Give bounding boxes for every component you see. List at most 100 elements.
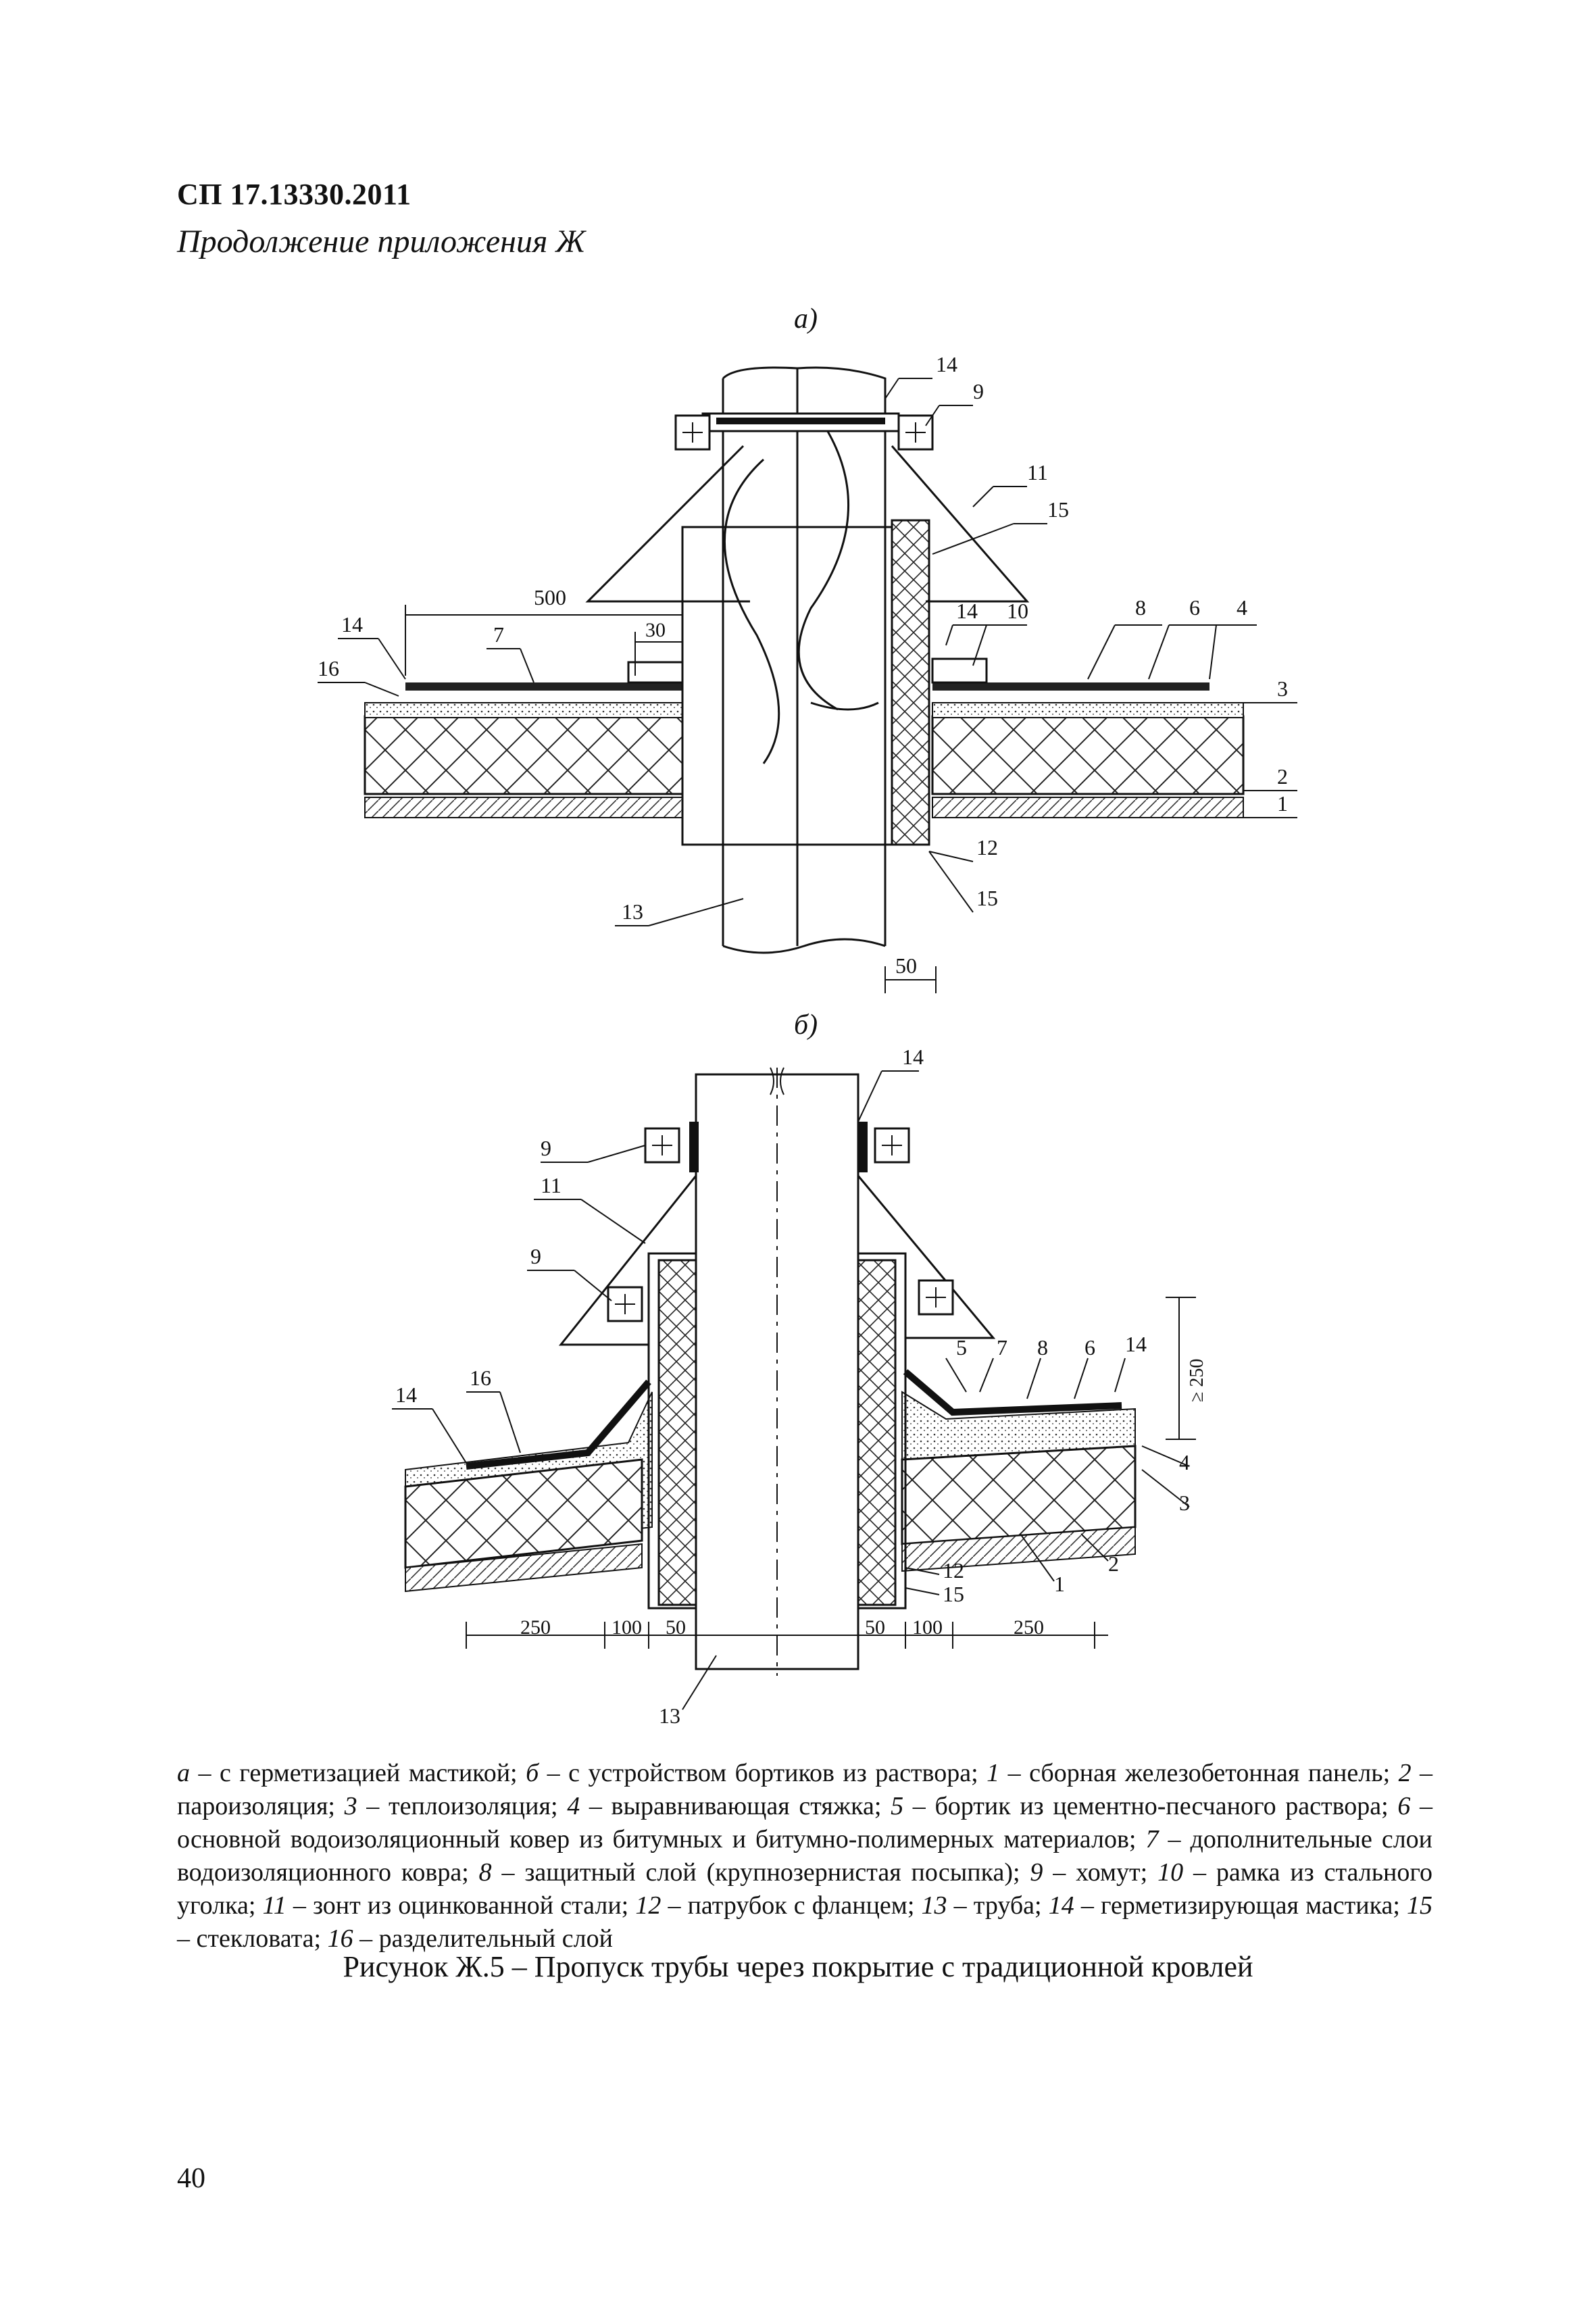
membrane-left-b xyxy=(466,1379,651,1470)
legend-number: 5 xyxy=(891,1792,904,1820)
umbrella-b xyxy=(558,1175,996,1346)
legend-number: 12 xyxy=(635,1891,662,1920)
callout-14-left-a: 14 xyxy=(341,612,363,637)
legend-number: 11 xyxy=(262,1891,286,1920)
callout-15-b: 15 xyxy=(943,1582,964,1606)
legend-text: рамка из стального уголка xyxy=(177,1858,1433,1920)
callout-14-right-b: 14 xyxy=(1125,1332,1147,1356)
legend-number: 13 xyxy=(921,1891,947,1920)
callout-7-b: 7 xyxy=(997,1335,1007,1360)
legend-text: теплоизоляция xyxy=(388,1792,551,1820)
callout-3-b: 3 xyxy=(1179,1491,1190,1515)
slab-right-b xyxy=(901,1526,1136,1572)
dim-100-left-b: 100 xyxy=(612,1616,642,1639)
technical-drawings: а) 500 xyxy=(318,303,1297,1728)
legend-text: выравнивающая стяжка xyxy=(611,1792,874,1820)
legend-text: разделительный слой xyxy=(378,1924,613,1953)
callout-5-b: 5 xyxy=(956,1335,967,1360)
dim-50-a: 50 xyxy=(895,953,917,978)
callout-2-a: 2 xyxy=(1277,764,1288,789)
dim-250-right-b: 250 xyxy=(1014,1616,1044,1639)
callout-16-b: 16 xyxy=(470,1366,491,1390)
bolt-right-a xyxy=(897,414,934,451)
legend-number: 15 xyxy=(1407,1891,1433,1920)
continuation-heading: Продолжение приложения Ж xyxy=(177,224,586,259)
legend-number: 8 xyxy=(478,1858,492,1887)
legend-text: сборная железобетонная панель xyxy=(1029,1759,1383,1787)
dim-250-left-b: 250 xyxy=(520,1616,551,1639)
callout-12-b: 12 xyxy=(943,1558,964,1583)
glasswool-a xyxy=(891,519,930,846)
callout-6-b: 6 xyxy=(1084,1335,1095,1360)
membrane-right-b xyxy=(903,1369,1122,1416)
angle-frame-right-a xyxy=(931,657,988,684)
callout-4-a: 4 xyxy=(1237,595,1247,620)
legend-number: 16 xyxy=(327,1924,353,1953)
umbrella-a xyxy=(585,445,1030,603)
slab-left-b xyxy=(405,1543,643,1593)
callout-4-b: 4 xyxy=(1179,1450,1190,1474)
legend-number: а xyxy=(177,1759,190,1787)
callout-13-a: 13 xyxy=(622,899,643,924)
legend-number: 2 xyxy=(1398,1759,1412,1787)
callout-14-top-b: 14 xyxy=(902,1045,924,1069)
figure-a: а) 500 xyxy=(318,303,1297,993)
legend-text: с герметизацией мастикой xyxy=(219,1759,511,1787)
insulation-left-b xyxy=(404,1458,643,1569)
sleeve-a xyxy=(681,526,900,846)
callout-16-a: 16 xyxy=(318,656,339,680)
legend-number: 6 xyxy=(1397,1792,1411,1820)
legend-text: бортик из цементно-песчаного раствора xyxy=(934,1792,1382,1820)
legend-number: 1 xyxy=(987,1759,1000,1787)
callout-14-left-b: 14 xyxy=(395,1383,417,1407)
legend-number: 4 xyxy=(567,1792,580,1820)
callout-1-a: 1 xyxy=(1277,791,1288,816)
legend-text: хомут xyxy=(1076,1858,1141,1887)
legend-number: б xyxy=(526,1759,539,1787)
legend-number: 7 xyxy=(1145,1825,1159,1853)
callout-6-a: 6 xyxy=(1189,595,1200,620)
legend-text: с устройством бортиков из раствора xyxy=(568,1759,972,1787)
callout-15-bottom-a: 15 xyxy=(976,886,998,910)
figure-b-label: б) xyxy=(794,1010,818,1041)
legend-number: 3 xyxy=(344,1792,357,1820)
callout-3-a: 3 xyxy=(1277,676,1288,701)
slab-left-a xyxy=(364,797,683,818)
callout-13-b: 13 xyxy=(659,1703,680,1728)
legend-text: герметизирующая мастика xyxy=(1100,1891,1393,1920)
callout-11-a: 11 xyxy=(1027,460,1048,484)
slab-right-a xyxy=(932,797,1244,818)
dim-30-a: 30 xyxy=(645,619,666,641)
dim-500-a: 500 xyxy=(534,585,566,609)
callout-9-a: 9 xyxy=(973,379,984,403)
figure-title: Рисунок Ж.5 – Пропуск трубы через покрыт… xyxy=(343,1950,1253,1983)
dim-50-right-b: 50 xyxy=(865,1616,885,1639)
legend-text: защитный слой (крупнозернистая посыпка) xyxy=(524,1858,1013,1887)
screed-right-a xyxy=(932,702,1244,718)
callout-14-top-a: 14 xyxy=(936,352,957,376)
glasswool-right-b xyxy=(857,1259,897,1606)
dim-100-right-b: 100 xyxy=(912,1616,943,1639)
legend-number: 10 xyxy=(1157,1858,1184,1887)
legend-text: труба xyxy=(973,1891,1035,1920)
dim-250-vertical-b: ≥ 250 xyxy=(1187,1359,1207,1402)
legend-number: 14 xyxy=(1048,1891,1074,1920)
callout-15-top-a: 15 xyxy=(1047,497,1069,522)
legend-number: 9 xyxy=(1030,1858,1043,1887)
figure-a-label: а) xyxy=(794,303,818,334)
document-code: СП 17.13330.2011 xyxy=(177,178,412,211)
screed-right-b xyxy=(901,1391,1136,1461)
legend-text: стекловата xyxy=(196,1924,314,1953)
callout-2-b: 2 xyxy=(1108,1551,1119,1576)
insulation-left-a xyxy=(364,715,684,795)
callout-10-a: 10 xyxy=(1007,599,1028,623)
callout-8-a: 8 xyxy=(1135,595,1146,620)
callout-8-b: 8 xyxy=(1037,1335,1048,1360)
page-number: 40 xyxy=(177,2163,205,2194)
callout-12-a: 12 xyxy=(976,835,998,860)
callout-9-mid-b: 9 xyxy=(530,1244,541,1268)
figure-b: б) 250 xyxy=(392,1010,1207,1728)
glasswool-left-b xyxy=(657,1259,697,1606)
callout-1-b: 1 xyxy=(1054,1572,1065,1596)
legend-text: пароизоляция xyxy=(177,1792,328,1820)
